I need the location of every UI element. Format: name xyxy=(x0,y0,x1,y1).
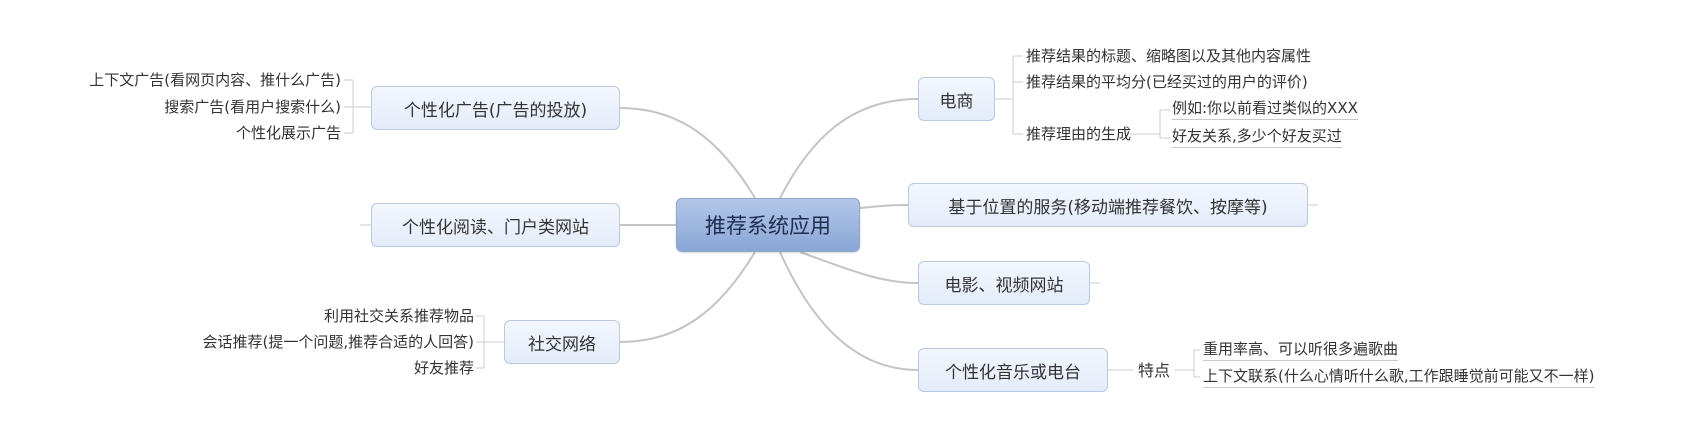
leaf-music-feature: 特点 xyxy=(1138,361,1171,380)
leaf-context-ads: 上下文广告(看网页内容、推什么广告) xyxy=(89,71,341,89)
leaf-reason-generation: 推荐理由的生成 xyxy=(1026,125,1132,143)
node-location-service[interactable]: 基于位置的服务(移动端推荐餐饮、按摩等) xyxy=(908,183,1308,227)
leaf-social-recommend: 利用社交关系推荐物品 xyxy=(323,307,474,325)
link-root-lbs xyxy=(859,204,909,209)
root-node[interactable]: 推荐系统应用 xyxy=(676,198,860,252)
link-root-ecommerce xyxy=(779,98,919,199)
node-label: 个性化阅读、门户类网站 xyxy=(402,217,589,238)
leaf-result-rating: 推荐结果的平均分(已经买过的用户的评价) xyxy=(1026,73,1308,91)
node-personalized-ads[interactable]: 个性化广告(广告的投放) xyxy=(371,86,620,130)
root-label: 推荐系统应用 xyxy=(705,214,831,238)
node-label: 电商 xyxy=(939,91,974,112)
node-ecommerce[interactable]: 电商 xyxy=(918,77,995,121)
node-personalized-music[interactable]: 个性化音乐或电台 xyxy=(918,348,1108,392)
node-social-network[interactable]: 社交网络 xyxy=(504,320,620,364)
node-personalized-reading[interactable]: 个性化阅读、门户类网站 xyxy=(371,203,620,247)
leaf-reason-example: 例如:你以前看过类似的XXX xyxy=(1172,99,1358,120)
link-root-video xyxy=(799,251,919,284)
node-label: 社交网络 xyxy=(528,334,596,355)
leaf-display-ads: 个性化展示广告 xyxy=(235,124,341,142)
node-label: 个性化广告(广告的投放) xyxy=(403,100,588,121)
node-label: 基于位置的服务(移动端推荐餐饮、按摩等) xyxy=(948,197,1268,218)
leaf-search-ads: 搜索广告(看用户搜索什么) xyxy=(164,98,341,116)
link-root-social xyxy=(619,251,756,343)
link-root-ads xyxy=(619,107,756,199)
node-label: 个性化音乐或电台 xyxy=(945,362,1081,383)
leaf-music-context: 上下文联系(什么心情听什么歌,工作跟睡觉前可能又不一样) xyxy=(1203,367,1595,388)
leaf-result-title: 推荐结果的标题、缩略图以及其他内容属性 xyxy=(1026,47,1312,65)
link-root-music xyxy=(779,251,919,371)
node-label: 电影、视频网站 xyxy=(944,275,1064,296)
leaf-music-replay: 重用率高、可以听很多遍歌曲 xyxy=(1203,340,1399,361)
leaf-friend-recommend: 好友推荐 xyxy=(413,359,474,377)
node-video-sites[interactable]: 电影、视频网站 xyxy=(918,261,1090,305)
leaf-reason-friends: 好友关系,多少个好友买过 xyxy=(1172,127,1342,148)
leaf-conversation-recommend: 会话推荐(提一个问题,推荐合适的人回答) xyxy=(202,333,474,351)
